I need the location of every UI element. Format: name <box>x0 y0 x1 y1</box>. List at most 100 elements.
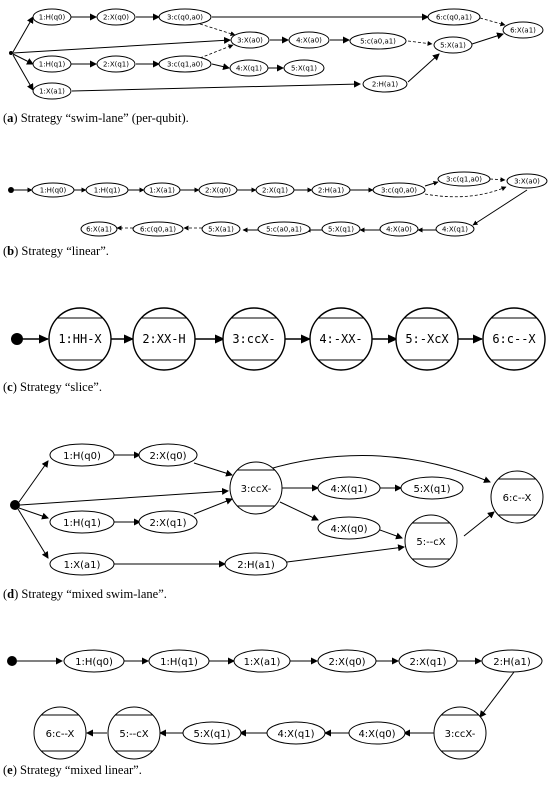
node: 2:X(q1) <box>138 510 198 534</box>
node: 5:--cX <box>107 706 161 760</box>
svg-text:2:H(a1): 2:H(a1) <box>493 657 531 668</box>
svg-text:6:c--X: 6:c--X <box>503 493 532 504</box>
svg-text:6:c--X: 6:c--X <box>492 332 536 346</box>
node: 2:X(q0) <box>138 443 198 467</box>
svg-text:4:X(a0): 4:X(a0) <box>296 37 322 45</box>
node: 4:-XX- <box>309 307 373 371</box>
svg-text:2:H(a1): 2:H(a1) <box>237 560 275 571</box>
edge <box>479 671 515 718</box>
node: 4:X(q1) <box>317 476 381 500</box>
edge <box>193 462 233 477</box>
svg-text:3:X(a0): 3:X(a0) <box>237 37 263 45</box>
edge <box>211 63 230 71</box>
svg-text:1:H(q0): 1:H(q0) <box>63 451 101 462</box>
edge <box>472 189 528 226</box>
node: 5:-XcX <box>395 307 459 371</box>
node: 1:H(q1) <box>32 55 72 73</box>
panel-c-slice: 1:HH-X 2:XX-H 3:ccX- 4:-XX- 5:-XcX 6:c--… <box>11 307 546 371</box>
svg-text:6:c--X: 6:c--X <box>46 729 75 740</box>
panel-a-swim-lane: 1:H(q0) 2:X(q0) 3:c(q0,a0) 6:c(q0,a1) 3:… <box>9 8 544 100</box>
svg-text:4:X(a0): 4:X(a0) <box>386 226 412 234</box>
node: 4:X(q1) <box>229 59 269 77</box>
caption-text: Strategy “slice”. <box>20 380 102 394</box>
edge <box>407 53 440 83</box>
caption-letter: a <box>7 111 14 125</box>
svg-text:4:-XX-: 4:-XX- <box>319 332 362 346</box>
svg-text:5:X(a1): 5:X(a1) <box>208 226 234 234</box>
node: 6:c--X <box>482 307 546 371</box>
edge <box>471 32 504 45</box>
node: 3:ccX- <box>222 307 286 371</box>
svg-text:2:XX-H: 2:XX-H <box>142 332 185 346</box>
svg-text:2:X(q1): 2:X(q1) <box>149 518 186 529</box>
caption-b: (b) Strategy “linear”. <box>3 244 109 258</box>
node: 4:X(a0) <box>379 221 419 237</box>
caption-c: (c) Strategy “slice”. <box>3 380 102 394</box>
svg-text:2:H(a1): 2:H(a1) <box>318 187 345 195</box>
panel-e-mixed-linear: 1:H(q0) 1:H(q1) 1:X(a1) 2:X(q0) 2:X(q1) … <box>7 649 543 760</box>
node: 1:H(q0) <box>31 182 75 198</box>
node: 6:X(a1) <box>80 221 118 237</box>
svg-text:4:X(q0): 4:X(q0) <box>330 524 367 535</box>
node: 5:--cX <box>404 514 458 568</box>
node: 2:X(q0) <box>317 649 377 673</box>
svg-text:5:c(a0,a1): 5:c(a0,a1) <box>360 38 396 46</box>
edge <box>193 497 233 515</box>
svg-text:6:X(a1): 6:X(a1) <box>510 27 536 35</box>
node: 5:c(a0,a1) <box>257 221 311 237</box>
edge <box>199 44 234 59</box>
node: 6:c(q0,a1) <box>427 8 481 26</box>
node: 3:ccX- <box>229 461 283 515</box>
node: 3:ccX- <box>433 706 487 760</box>
start-dot <box>9 51 13 55</box>
svg-text:1:X(a1): 1:X(a1) <box>244 657 281 668</box>
svg-text:3:c(q1,a0): 3:c(q1,a0) <box>446 176 482 184</box>
node: 3:c(q1,a0) <box>158 55 212 73</box>
node: 1:H(q1) <box>85 182 129 198</box>
caption-letter: c <box>7 380 13 394</box>
node: 1:X(a1) <box>143 182 181 198</box>
node: 3:c(q1,a0) <box>437 171 491 187</box>
start-dot <box>10 500 20 510</box>
svg-text:2:H(a1): 2:H(a1) <box>372 81 399 89</box>
panel-b-linear: 1:H(q0) 1:H(q1) 1:X(a1) 2:X(q0) 2:X(q1) … <box>8 171 548 237</box>
node: 5:X(a1) <box>201 221 241 237</box>
edge <box>12 54 34 91</box>
node: 5:X(q1) <box>321 221 361 237</box>
node: 2:X(q0) <box>96 8 136 26</box>
caption-d: (d) Strategy “mixed swim-lane”. <box>3 587 167 601</box>
edge <box>479 17 506 27</box>
svg-text:2:X(q1): 2:X(q1) <box>409 657 446 668</box>
edge <box>12 16 34 53</box>
svg-text:2:X(q1): 2:X(q1) <box>103 61 129 69</box>
caption-letter: d <box>7 587 15 601</box>
caption-text: Strategy “linear”. <box>21 244 109 258</box>
edge <box>17 508 49 559</box>
node: 1:X(a1) <box>49 552 115 576</box>
panel-d-mixed-swim-lane: 1:H(q0) 2:X(q0) 3:ccX- 4:X(q1) 5:X(q1) 6… <box>10 443 544 576</box>
svg-text:2:X(q1): 2:X(q1) <box>262 187 288 195</box>
svg-text:1:H(q0): 1:H(q0) <box>39 14 66 22</box>
node: 2:XX-H <box>132 307 196 371</box>
svg-text:2:X(q0): 2:X(q0) <box>149 451 186 462</box>
svg-text:1:H(q1): 1:H(q1) <box>160 657 198 668</box>
caption-letter: e <box>7 763 13 777</box>
svg-text:1:X(a1): 1:X(a1) <box>64 560 101 571</box>
node: 4:X(q0) <box>348 721 406 745</box>
svg-text:3:c(q0,a0): 3:c(q0,a0) <box>381 187 417 195</box>
caption-letter: b <box>7 244 15 258</box>
svg-text:6:c(q0,a1): 6:c(q0,a1) <box>436 14 472 22</box>
node: 6:c--X <box>490 470 544 524</box>
edge <box>18 507 49 520</box>
edge <box>489 177 506 183</box>
svg-text:1:H(q0): 1:H(q0) <box>40 187 67 195</box>
caption-text: Strategy “swim-lane” (per-qubit). <box>20 111 189 125</box>
start-dot <box>7 656 17 666</box>
caption-e: (e) Strategy “mixed linear”. <box>3 763 142 777</box>
caption-text: Strategy “mixed linear”. <box>20 763 142 777</box>
svg-text:6:X(a1): 6:X(a1) <box>86 226 112 234</box>
edge <box>199 23 236 37</box>
edge <box>424 186 507 198</box>
node: 2:H(a1) <box>224 552 288 576</box>
svg-text:1:H(q0): 1:H(q0) <box>75 657 113 668</box>
